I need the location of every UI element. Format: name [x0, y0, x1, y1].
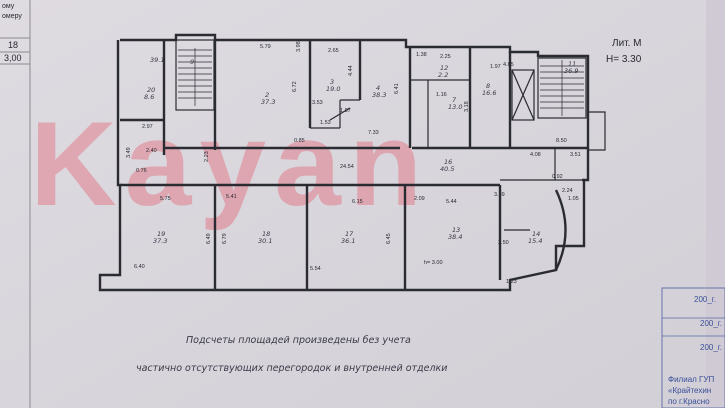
- svg-text:4.08: 4.08: [530, 152, 541, 158]
- svg-text:1.53: 1.53: [320, 120, 331, 126]
- height-label: H= 3.30: [606, 54, 642, 65]
- note-line-2: частично отсутствующих перегородок и вну…: [136, 363, 447, 374]
- stairwell-left: [175, 39, 215, 111]
- svg-text:2.23: 2.23: [204, 151, 210, 162]
- dimension-labels: 5.79 2.65 3.98 6.72 4.44 6.41 3.53 1.87 …: [126, 41, 581, 285]
- svg-text:h= 3.00: h= 3.00: [424, 260, 443, 266]
- svg-text:3.49: 3.49: [126, 147, 132, 158]
- lit-label: Лит. М: [612, 38, 642, 49]
- table-col1: 18: [8, 40, 18, 50]
- svg-text:5.75: 5.75: [160, 196, 171, 202]
- svg-text:3.18: 3.18: [464, 101, 470, 112]
- room-1-label: 39.1: [150, 56, 164, 64]
- stairwell-right: [511, 57, 587, 121]
- svg-text:7.33: 7.33: [368, 130, 379, 136]
- stamp-date-2: 200_г.: [700, 319, 722, 328]
- svg-text:8.50: 8.50: [556, 138, 567, 144]
- svg-text:1.23: 1.23: [506, 279, 517, 285]
- header-fragment-1: ому: [2, 3, 15, 10]
- svg-text:3.98: 3.98: [296, 41, 302, 52]
- registration-stamp: 200_г. 200_г. 200_г. Филиал ГУП «Крайтех…: [661, 287, 725, 408]
- svg-text:5.44: 5.44: [446, 199, 457, 205]
- stamp-org-1: Филиал ГУП: [668, 375, 714, 384]
- svg-text:4.85: 4.85: [503, 62, 514, 68]
- stamp-date-1: 200_г.: [694, 295, 716, 304]
- interior-walls: [120, 40, 588, 290]
- sheet-edge: [706, 0, 725, 408]
- svg-text:6.49: 6.49: [206, 233, 212, 244]
- stamp-date-3: 200_г.: [700, 343, 722, 352]
- svg-text:6.15: 6.15: [352, 199, 363, 205]
- svg-text:1.05: 1.05: [568, 196, 579, 202]
- svg-text:2.25: 2.25: [440, 54, 451, 60]
- svg-text:1.38: 1.38: [416, 52, 427, 58]
- svg-text:1.97: 1.97: [490, 64, 501, 70]
- svg-text:5.41: 5.41: [226, 194, 237, 200]
- svg-text:5.54: 5.54: [310, 266, 321, 272]
- svg-text:2.97: 2.97: [142, 124, 153, 130]
- svg-text:2.09: 2.09: [414, 196, 425, 202]
- svg-text:2.65: 2.65: [328, 48, 339, 54]
- svg-text:1.16: 1.16: [436, 92, 447, 98]
- svg-text:5.79: 5.79: [260, 44, 271, 50]
- svg-text:2.40: 2.40: [146, 148, 157, 154]
- svg-text:6.40: 6.40: [134, 264, 145, 270]
- header-fragment-2: омеру: [2, 13, 22, 20]
- svg-text:0.76: 0.76: [136, 168, 147, 174]
- watermark: Kayan: [30, 97, 430, 231]
- svg-text:3.39: 3.39: [494, 192, 505, 198]
- svg-text:6.72: 6.72: [292, 81, 298, 92]
- svg-text:6.41: 6.41: [394, 83, 400, 94]
- svg-text:4.44: 4.44: [348, 65, 354, 76]
- svg-text:6.79: 6.79: [222, 233, 228, 244]
- note-line-1: Подсчеты площадей произведены без учета: [186, 335, 411, 346]
- svg-text:3.50: 3.50: [498, 240, 509, 246]
- table-col2: 3,00: [4, 53, 22, 63]
- svg-text:24.54: 24.54: [340, 164, 354, 170]
- stamp-org-3: по г.Красно: [668, 397, 710, 406]
- stamp-org-2: «Крайтехин: [668, 386, 711, 395]
- partition-diagonal: [329, 107, 351, 121]
- svg-text:1.87: 1.87: [340, 108, 351, 114]
- svg-text:0.85: 0.85: [294, 138, 305, 144]
- svg-text:3.53: 3.53: [312, 100, 323, 106]
- svg-text:2.24: 2.24: [562, 188, 573, 194]
- svg-text:6.45: 6.45: [386, 233, 392, 244]
- curved-bay-wall: [554, 189, 567, 271]
- svg-text:0.92: 0.92: [552, 174, 563, 180]
- svg-text:3.51: 3.51: [570, 152, 581, 158]
- room-9-label: 9: [190, 58, 194, 66]
